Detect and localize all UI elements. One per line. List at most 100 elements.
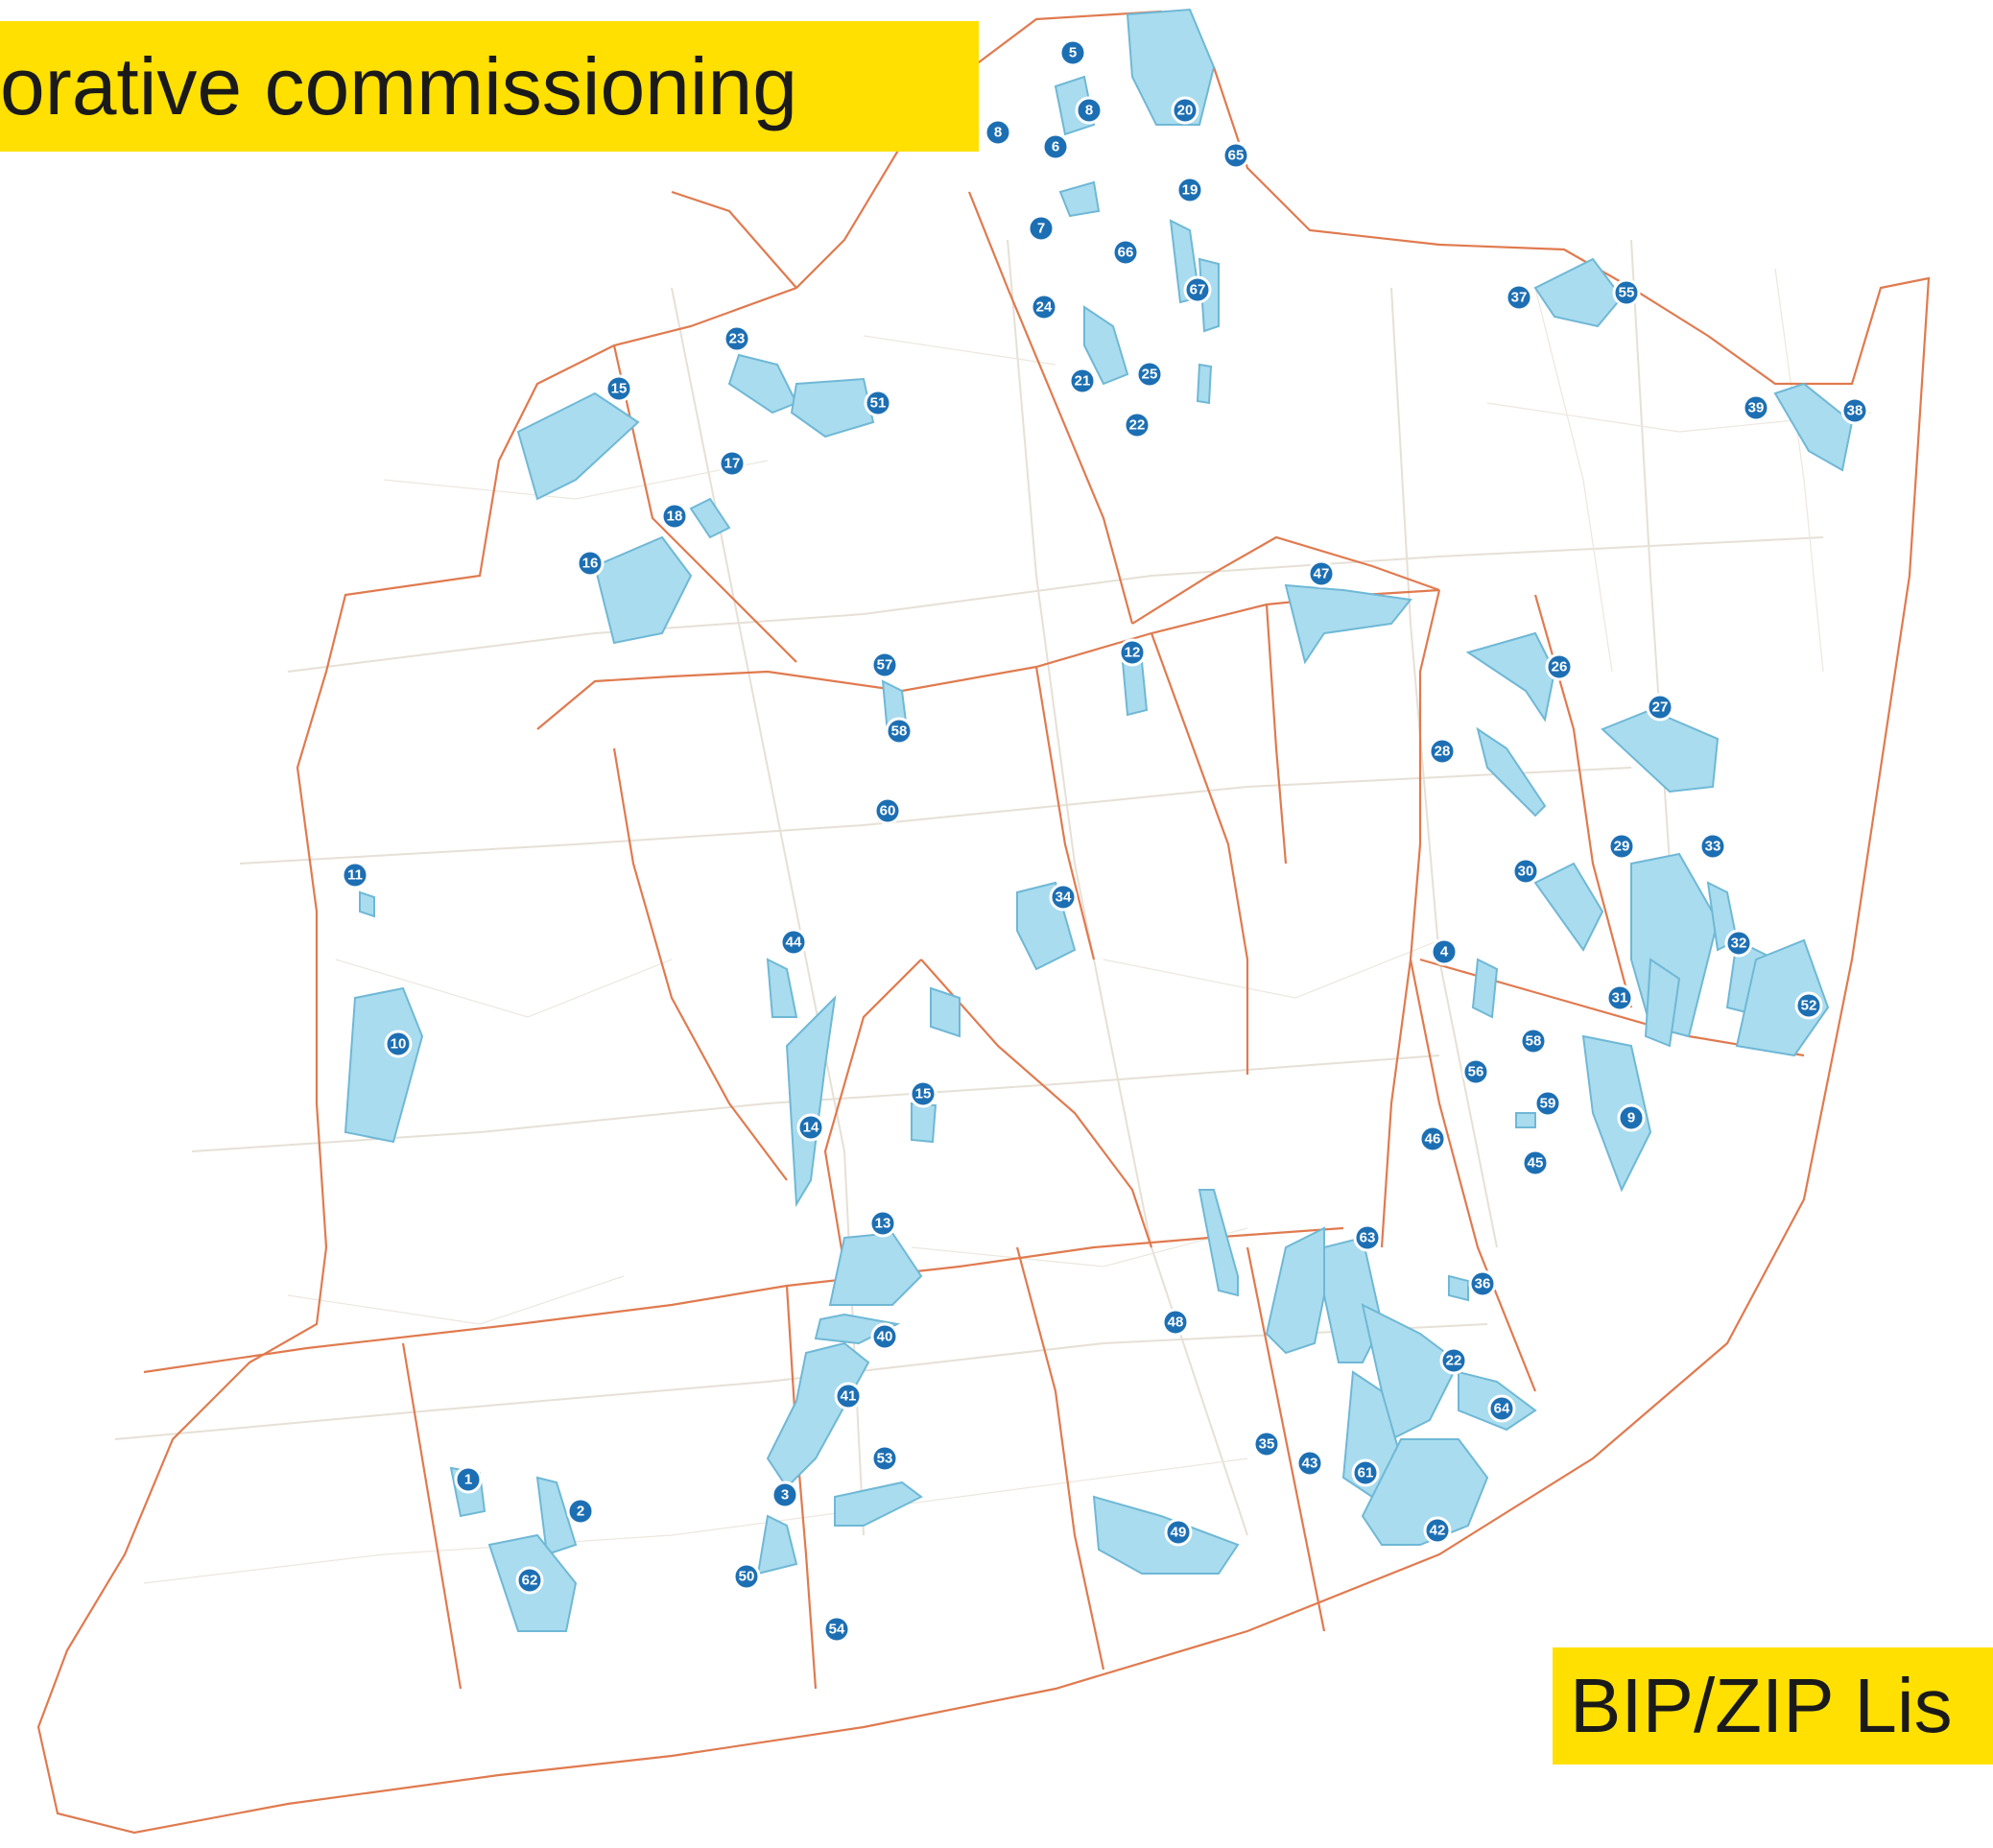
zone-marker[interactable]: 41	[834, 1382, 863, 1410]
zone-marker[interactable]: 53	[870, 1444, 899, 1473]
zone-marker[interactable]: 10	[384, 1030, 413, 1058]
zone-marker[interactable]: 55	[1612, 278, 1641, 307]
zone-marker[interactable]: 36	[1468, 1269, 1497, 1298]
zone-marker[interactable]: 59	[1533, 1089, 1562, 1118]
zone-marker[interactable]: 62	[515, 1566, 544, 1595]
zone-marker[interactable]: 6	[1041, 132, 1070, 161]
zone-marker[interactable]: 49	[1164, 1518, 1193, 1547]
zone-marker[interactable]: 46	[1418, 1125, 1447, 1153]
zone-marker[interactable]: 60	[873, 796, 902, 825]
svg-text:22: 22	[1446, 1353, 1462, 1369]
zone-marker[interactable]: 27	[1646, 693, 1674, 722]
zone-marker[interactable]: 2	[566, 1497, 595, 1526]
zone-marker[interactable]: 20	[1171, 96, 1199, 125]
zone-marker[interactable]: 29	[1607, 832, 1636, 861]
zone-marker[interactable]: 22	[1439, 1346, 1468, 1375]
svg-text:53: 53	[877, 1451, 893, 1467]
zone-marker[interactable]: 34	[1049, 883, 1078, 912]
zone-marker[interactable]: 35	[1252, 1430, 1281, 1458]
svg-text:25: 25	[1142, 367, 1158, 383]
zone-marker[interactable]: 40	[870, 1322, 899, 1351]
zone-markers: 1 2 3 4 5 6 7 8 8 9 10 11 12 13 14 15 15…	[341, 38, 1869, 1644]
zone-marker[interactable]: 61	[1351, 1458, 1380, 1487]
svg-text:8: 8	[1085, 103, 1093, 119]
svg-text:6: 6	[1052, 139, 1059, 155]
zone-marker[interactable]: 12	[1118, 638, 1147, 667]
svg-text:35: 35	[1259, 1436, 1275, 1453]
zone-marker[interactable]: 13	[868, 1209, 897, 1238]
svg-text:54: 54	[829, 1622, 845, 1638]
zone-marker[interactable]: 67	[1183, 275, 1212, 304]
zone-marker[interactable]: 25	[1135, 360, 1164, 389]
zone-marker[interactable]: 54	[822, 1615, 851, 1644]
zone-marker[interactable]: 31	[1605, 983, 1634, 1012]
street-network	[114, 239, 1872, 1584]
svg-text:62: 62	[522, 1573, 538, 1589]
svg-text:63: 63	[1360, 1230, 1376, 1246]
zone-marker[interactable]: 58	[1519, 1027, 1548, 1055]
zone-marker[interactable]: 15	[605, 374, 633, 403]
zone-marker[interactable]: 9	[1617, 1103, 1646, 1132]
svg-text:15: 15	[611, 381, 628, 397]
zone-marker[interactable]: 17	[718, 449, 747, 478]
zone-marker[interactable]: 47	[1307, 559, 1336, 588]
svg-text:36: 36	[1475, 1276, 1491, 1292]
svg-text:46: 46	[1425, 1131, 1441, 1148]
zone-marker[interactable]: 32	[1724, 929, 1753, 958]
svg-text:12: 12	[1125, 645, 1141, 661]
svg-text:58: 58	[1526, 1033, 1542, 1050]
zone-marker[interactable]: 30	[1511, 857, 1540, 886]
svg-text:65: 65	[1228, 148, 1245, 164]
zone-marker[interactable]: 22	[1123, 411, 1151, 439]
zone-marker[interactable]: 63	[1353, 1223, 1382, 1252]
zone-marker[interactable]: 48	[1161, 1308, 1190, 1337]
zone-marker[interactable]: 64	[1487, 1394, 1516, 1423]
svg-text:45: 45	[1528, 1155, 1544, 1172]
zone-marker[interactable]: 16	[576, 549, 605, 578]
zone-marker[interactable]: 45	[1521, 1149, 1550, 1177]
zone-marker[interactable]: 8	[1075, 96, 1103, 125]
zone-marker[interactable]: 15	[909, 1079, 937, 1108]
zone-marker[interactable]: 24	[1030, 293, 1058, 321]
zone-marker[interactable]: 7	[1027, 214, 1056, 243]
zone-marker[interactable]: 65	[1222, 141, 1250, 170]
zone-marker[interactable]: 42	[1423, 1516, 1452, 1545]
zone-marker[interactable]: 8	[984, 118, 1012, 147]
svg-text:67: 67	[1190, 282, 1206, 298]
svg-text:18: 18	[667, 509, 683, 525]
svg-text:30: 30	[1518, 864, 1534, 880]
svg-text:7: 7	[1037, 221, 1045, 237]
zone-marker[interactable]: 56	[1461, 1057, 1490, 1086]
zone-marker[interactable]: 5	[1058, 38, 1087, 67]
zone-marker[interactable]: 52	[1794, 991, 1823, 1020]
svg-text:2: 2	[577, 1504, 584, 1520]
zone-marker[interactable]: 26	[1545, 652, 1574, 681]
zone-marker[interactable]: 37	[1505, 283, 1533, 312]
svg-text:58: 58	[891, 723, 908, 740]
svg-text:40: 40	[877, 1329, 893, 1345]
zone-marker[interactable]: 66	[1111, 238, 1140, 267]
zone-marker[interactable]: 4	[1430, 937, 1459, 966]
zone-marker[interactable]: 21	[1068, 367, 1097, 395]
bipzip-zones	[344, 8, 1854, 1632]
zone-marker[interactable]: 58	[885, 717, 913, 746]
zone-marker[interactable]: 19	[1175, 176, 1204, 204]
svg-text:15: 15	[915, 1086, 932, 1102]
zone-marker[interactable]: 44	[779, 928, 808, 957]
zone-marker[interactable]: 57	[870, 651, 899, 679]
zone-marker[interactable]: 14	[796, 1113, 825, 1142]
zone-marker[interactable]: 3	[771, 1481, 799, 1509]
zone-marker[interactable]: 18	[660, 502, 689, 531]
zone-marker[interactable]: 38	[1840, 396, 1869, 425]
svg-text:37: 37	[1511, 290, 1528, 306]
zone-marker[interactable]: 43	[1295, 1449, 1324, 1478]
svg-text:29: 29	[1614, 839, 1630, 855]
zone-marker[interactable]: 50	[732, 1562, 761, 1591]
zone-marker[interactable]: 23	[723, 324, 751, 353]
zone-marker[interactable]: 28	[1428, 737, 1457, 766]
zone-marker[interactable]: 39	[1742, 393, 1770, 422]
zone-marker[interactable]: 51	[864, 389, 892, 417]
zone-marker[interactable]: 11	[341, 861, 369, 889]
zone-marker[interactable]: 1	[454, 1465, 483, 1494]
zone-marker[interactable]: 33	[1698, 832, 1727, 861]
